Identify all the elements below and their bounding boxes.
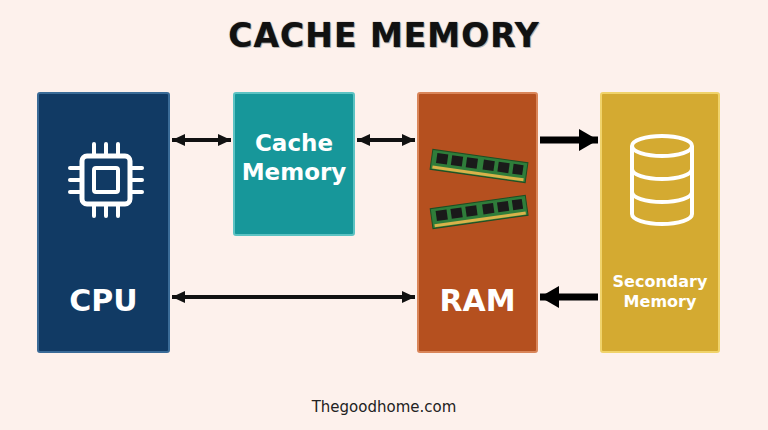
ram-sticks [427,146,532,236]
cache-box: Cache Memory [233,92,355,236]
arrow-connector [172,295,415,299]
arrow-connector [357,138,415,142]
title: CACHE MEMORY [0,16,768,55]
arrow-connector [540,137,598,144]
arrow-connector [172,138,231,142]
chip-icon [66,140,146,220]
ram-box: RAM [417,92,538,353]
arrow-connector [540,294,598,301]
database-icon [622,130,702,230]
node-label: RAM [419,282,536,320]
cpu-box: CPU [37,92,170,353]
node-label: Secondary Memory [602,272,718,312]
watermark: Thegoodhome.com [0,398,768,416]
storage-box: Secondary Memory [600,92,720,353]
node-label: CPU [39,282,168,320]
node-label: Cache Memory [235,129,353,187]
